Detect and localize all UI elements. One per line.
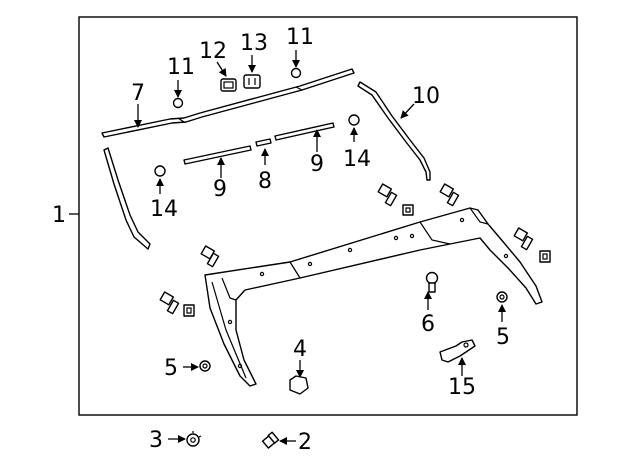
part-2-bolt [261,431,280,449]
part-1-inner-flange [211,281,247,379]
part-1-spoiler [204,207,543,387]
nut-left-inner [186,307,192,314]
part-1-hole-4 [393,235,399,241]
part-8-joint [255,138,272,147]
part-1-hole-6 [459,217,465,223]
bolt-upper-left [200,245,220,268]
part-1-seam-2 [419,221,451,245]
part-5-grommet-left-hole [202,363,208,369]
part-11-clip-left [172,97,184,109]
part-1-hole-9 [503,253,509,259]
part-1-hole-7 [227,319,233,325]
part-9-strip-left [183,145,252,165]
callout-14-left: 14 [150,197,178,222]
nut-right-inner [542,253,548,260]
callout-4: 4 [293,337,307,362]
callout-13: 13 [240,31,268,56]
part-3-nut [186,431,202,447]
nut-upper-center [402,204,414,216]
part-1-inner-edge [221,277,237,301]
part-7-molding [101,68,355,138]
part-1-hole-3 [347,247,353,253]
part-5-grommet-left [199,360,211,372]
callout-11-left: 11 [167,55,195,80]
callout-12-arrow [216,61,227,77]
callout-15: 15 [448,375,476,400]
callout-3: 3 [149,428,163,453]
part-1-hole-1 [259,271,265,277]
nut-left [183,304,195,317]
part-5-grommet-right-hole [499,294,505,300]
callout-1: 1 [52,203,66,228]
callout-9-right: 9 [310,152,324,177]
part-4-bracket [289,375,309,395]
bolt-right [513,227,534,251]
part-14-clip-right [348,114,360,126]
callout-8: 8 [258,169,272,194]
callout-6: 6 [421,312,435,337]
callout-9-left: 9 [213,177,227,202]
callout-2: 2 [298,430,312,455]
bolt-left [159,291,180,315]
nut-upper-center-inner [405,207,411,213]
part-15-bracket [439,339,476,363]
callout-10: 10 [412,84,440,109]
part-14-clip-left [154,165,166,177]
callout-7: 7 [131,81,145,106]
callout-12: 12 [199,39,227,64]
callout-11-right: 11 [286,25,314,50]
part-9-strip-right [274,122,335,141]
callout-10-arrow [400,103,415,119]
part-1-seam-1 [289,261,301,279]
part-12-pad-inner [223,81,234,89]
part-5-grommet-right [496,291,508,303]
bolt-upper-right [439,183,460,207]
callout-5-right: 5 [496,325,510,350]
callout-5-left: 5 [164,356,178,381]
part-1-hole-8 [237,363,243,369]
part-10-molding [357,81,431,181]
nut-right [539,250,551,263]
part-13-pad [243,74,261,89]
callout-14-right: 14 [343,147,371,172]
part-12-pad [220,78,237,92]
part-1-hole-5 [409,233,415,239]
part-7-detail-2 [295,86,303,91]
part-1-seam-3 [469,207,489,225]
part-left-side-molding [103,147,151,250]
part-7-detail [177,117,185,123]
part-11-clip-right [290,67,302,79]
assembly-frame [78,16,578,416]
bolt-upper-center [377,183,398,207]
part-15-hole [463,342,469,348]
part-6-fastener [425,271,439,293]
part-1-hole-2 [307,261,313,267]
